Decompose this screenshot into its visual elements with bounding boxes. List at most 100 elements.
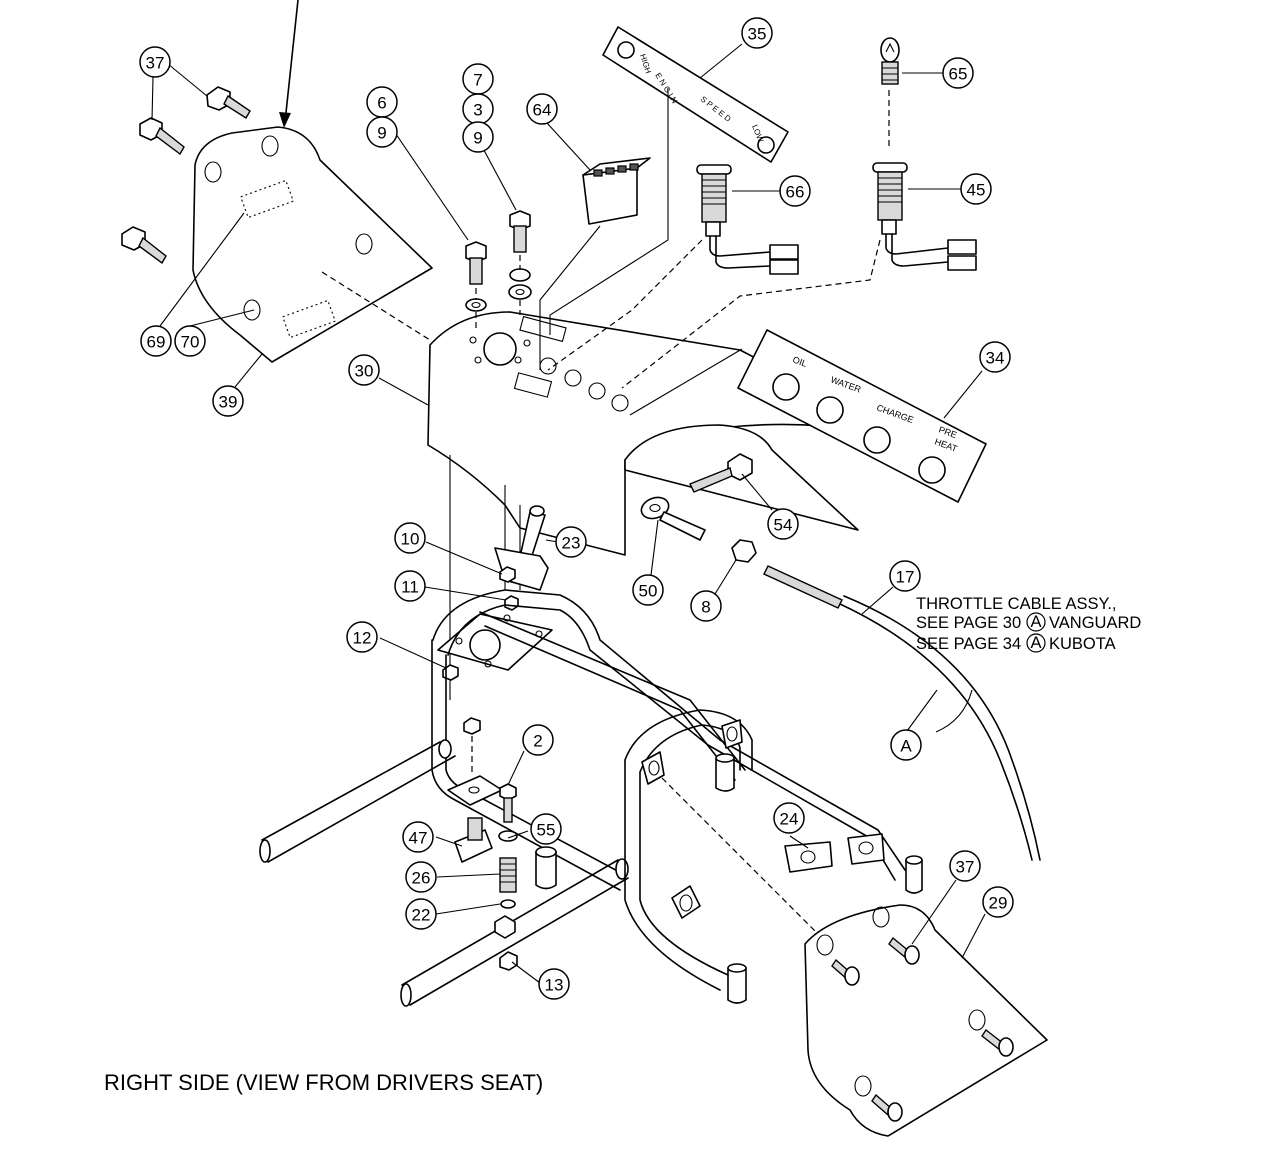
callout-c17: 17	[889, 560, 921, 592]
callout-c2: 2	[522, 724, 554, 756]
callout-c8: 8	[690, 590, 722, 622]
callout-label: 10	[401, 530, 420, 549]
callout-label: 66	[786, 183, 805, 202]
bolt-54	[689, 453, 753, 493]
callout-circle	[522, 724, 554, 756]
callout-c6: 6	[366, 86, 398, 118]
bolt-group-7-3-9	[508, 210, 532, 315]
callout-label: 6	[377, 94, 386, 113]
callout-c22: 22	[405, 898, 437, 930]
callout-circle	[530, 813, 562, 845]
throttle-note-line-3: SEE PAGE 34 A KUBOTA	[916, 633, 1116, 653]
callout-label: 11	[401, 578, 419, 597]
callout-c37a: 37	[139, 46, 171, 78]
callout-c47: 47	[402, 821, 434, 853]
callout-circle	[632, 574, 664, 606]
callout-c10: 10	[394, 522, 426, 554]
throttle-note-line-3-ref: A	[1030, 634, 1041, 652]
callout-label: 23	[562, 534, 581, 553]
relay-64	[539, 157, 651, 370]
nut-8	[731, 539, 757, 563]
callout-cA: A	[890, 729, 922, 761]
callout-label: 2	[533, 732, 542, 751]
callout-c29: 29	[982, 886, 1014, 918]
callout-label: 35	[748, 25, 767, 44]
callout-circle	[960, 173, 992, 205]
callout-c7: 7	[462, 63, 494, 95]
callout-c9a: 9	[366, 116, 398, 148]
callout-label: 29	[989, 894, 1008, 913]
bolt-37-c	[121, 226, 167, 265]
callout-circle	[174, 325, 206, 357]
callout-c24: 24	[773, 802, 805, 834]
gauge-oil-label: OIL	[791, 354, 808, 368]
callout-c39: 39	[212, 385, 244, 417]
callout-label: 9	[473, 129, 482, 148]
callout-label: 47	[409, 829, 428, 848]
callout-label: 17	[896, 568, 915, 587]
callout-label: 22	[412, 906, 431, 925]
throttle-note-line-3-prefix: SEE PAGE 34	[916, 635, 1021, 653]
callout-circle	[140, 325, 172, 357]
callout-label: 34	[986, 349, 1005, 368]
callout-c13: 13	[538, 968, 570, 1000]
callout-leaders	[151, 43, 986, 984]
nut-10	[499, 566, 516, 583]
right-side-panel-29	[804, 904, 1048, 1137]
callout-c69: 69	[140, 325, 172, 357]
callout-label: 8	[701, 598, 710, 617]
callout-c50: 50	[632, 574, 664, 606]
callout-c64: 64	[526, 93, 558, 125]
callout-label: 12	[353, 629, 372, 648]
callout-circle	[779, 175, 811, 207]
callout-circle	[889, 560, 921, 592]
callout-c11: 11	[394, 570, 426, 602]
callout-label: 55	[537, 821, 556, 840]
callout-circle	[555, 526, 587, 558]
nut-11	[504, 595, 519, 611]
bolt-37-a	[206, 86, 251, 119]
diagram-caption: RIGHT SIDE (VIEW FROM DRIVERS SEAT)	[104, 1070, 543, 1095]
throttle-cable-17	[763, 565, 1041, 861]
callout-circle	[942, 57, 974, 89]
callout-circle	[767, 508, 799, 540]
callout-label: 30	[355, 362, 374, 381]
callout-circle	[741, 17, 773, 49]
callout-circle	[538, 968, 570, 1000]
callout-label: 26	[412, 869, 431, 888]
callout-label: 54	[774, 516, 793, 535]
callout-label: 37	[146, 54, 165, 73]
callout-c66: 66	[779, 175, 811, 207]
callout-c65: 65	[942, 57, 974, 89]
mounting-plate	[437, 613, 553, 671]
bracket-assembly	[447, 717, 518, 971]
callout-label: 65	[949, 65, 968, 84]
callout-circle	[139, 46, 171, 78]
throttle-note-line-2: SEE PAGE 30 A VANGUARD	[916, 612, 1141, 632]
callout-label: 7	[473, 71, 482, 90]
callout-c70: 70	[174, 325, 206, 357]
callout-circle	[979, 341, 1011, 373]
callout-circle	[348, 354, 380, 386]
callout-c12: 12	[346, 621, 378, 653]
clip-24	[784, 833, 885, 873]
callout-label: 70	[181, 333, 200, 352]
bolt-37-b	[139, 117, 185, 156]
callout-circle	[462, 121, 494, 153]
callout-c3: 3	[462, 93, 494, 125]
throttle-note-line-2-suffix: VANGUARD	[1049, 614, 1141, 632]
throttle-note-line-2-prefix: SEE PAGE 30	[916, 614, 1021, 632]
throttle-note-line-2-ref: A	[1030, 613, 1041, 631]
callout-circle	[212, 385, 244, 417]
callout-circle	[366, 116, 398, 148]
callout-label: A	[900, 737, 912, 756]
callout-circle	[394, 522, 426, 554]
callout-c34: 34	[979, 341, 1011, 373]
callout-label: 37	[956, 858, 975, 877]
callout-circle	[890, 729, 922, 761]
callout-circle	[346, 621, 378, 653]
throttle-note-line-1: THROTTLE CABLE ASSY.,	[916, 595, 1117, 613]
callout-label: 50	[639, 582, 658, 601]
